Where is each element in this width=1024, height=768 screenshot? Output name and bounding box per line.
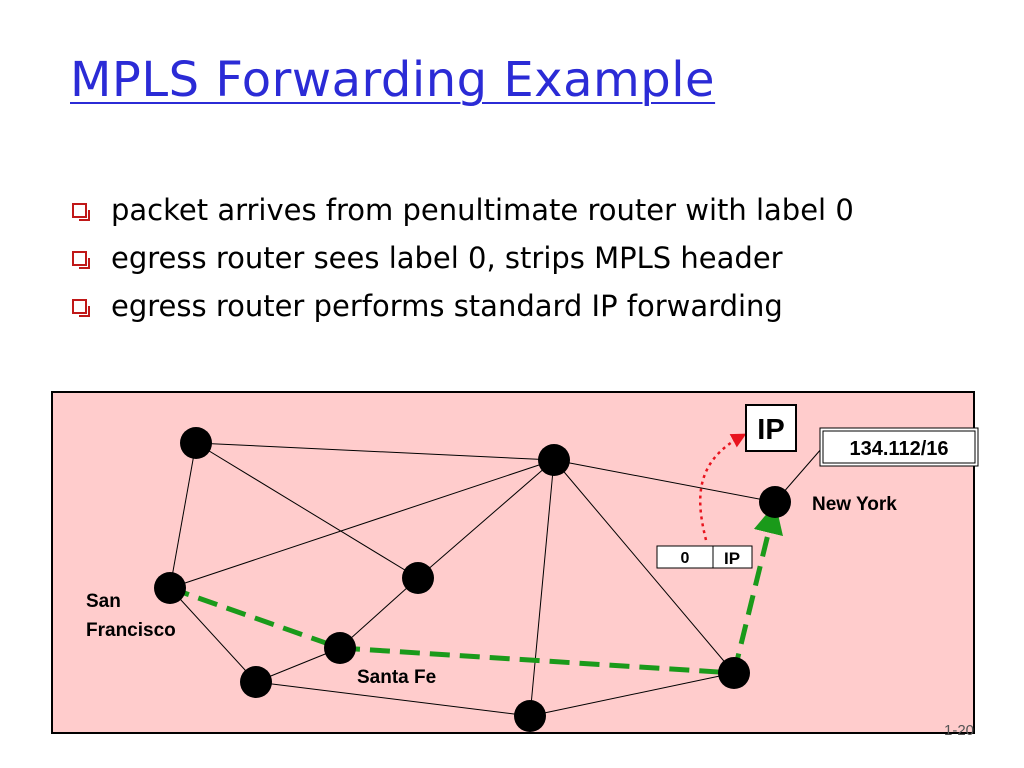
router-node-egress (718, 657, 750, 689)
packet-payload: IP (724, 549, 740, 568)
link (529, 459, 555, 717)
link (169, 587, 257, 683)
prefix-box: 134.112/16 (819, 427, 979, 467)
bullet-list: packet arrives from penultimate router w… (72, 186, 854, 330)
ip-box-label: IP (757, 414, 784, 446)
lsp-path (169, 503, 783, 676)
packet-label-value: 0 (681, 550, 690, 567)
link (553, 459, 735, 674)
ip-forward-arrow (698, 433, 747, 541)
prefix-box-inner (822, 430, 976, 464)
square-bullet-icon (72, 250, 90, 269)
router-node-san-francisco (154, 572, 186, 604)
link (529, 672, 735, 717)
ip-box (745, 404, 797, 452)
page-number: 1-20 (944, 722, 975, 739)
bullet-item: egress router sees label 0, strips MPLS … (72, 234, 854, 282)
router-node (538, 444, 570, 476)
san-francisco-label-2: Francisco (86, 620, 176, 641)
bullet-item: packet arrives from penultimate router w… (72, 186, 854, 234)
new-york-label: New York (812, 494, 897, 515)
router-node-santa-fe (324, 632, 356, 664)
link (553, 459, 776, 503)
router-node-new-york (759, 486, 791, 518)
slide-title: MPLS Forwarding Example (70, 52, 716, 108)
link (417, 459, 555, 579)
lsp-segment (169, 585, 341, 651)
link (169, 459, 555, 589)
lsp-segment-arrow (731, 503, 783, 674)
bullet-item: egress router performs standard IP forwa… (72, 282, 854, 330)
network-links (169, 442, 823, 717)
santa-fe-label: Santa Fe (357, 667, 436, 688)
routers (154, 427, 791, 732)
bullet-text: packet arrives from penultimate router w… (111, 193, 854, 227)
bullet-text: egress router sees label 0, strips MPLS … (111, 241, 783, 275)
ip-packet-box: IP (745, 404, 797, 452)
bullet-text: egress router performs standard IP forwa… (111, 289, 783, 323)
router-node (180, 427, 212, 459)
mpls-packet: 0 IP (656, 545, 753, 569)
router-node (240, 666, 272, 698)
prefix-box-frame (819, 427, 979, 467)
router-node (514, 700, 546, 732)
link (339, 577, 419, 649)
square-bullet-icon (72, 202, 90, 221)
lsp-segment (339, 645, 735, 676)
router-node (402, 562, 434, 594)
san-francisco-label-1: San (86, 591, 121, 612)
link (255, 681, 531, 717)
link (195, 442, 555, 461)
ip-field (712, 545, 753, 569)
square-bullet-icon (72, 298, 90, 317)
link (169, 442, 197, 589)
prefix-text: 134.112/16 (850, 438, 949, 460)
link (195, 442, 419, 579)
